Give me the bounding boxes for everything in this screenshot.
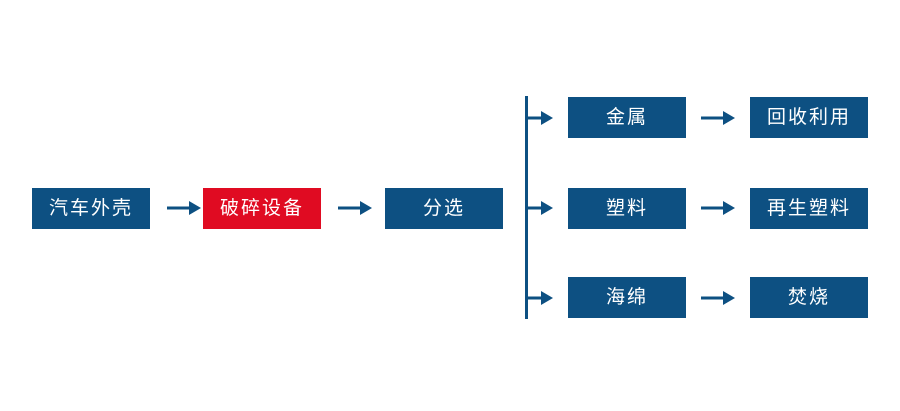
node-sorting[interactable]: 分选 xyxy=(385,188,503,229)
arrow-right-icon-branch-metal xyxy=(525,108,553,128)
arrow-shaft xyxy=(525,296,543,300)
arrow-right-icon-branch-sponge xyxy=(525,288,553,308)
node-sponge-label: 海绵 xyxy=(605,287,648,308)
node-repastic-label: 再生塑料 xyxy=(766,198,851,219)
node-crusher[interactable]: 破碎设备 xyxy=(203,188,321,229)
arrow-shaft xyxy=(525,116,543,120)
arrow-right-icon-sponge-to-incineration xyxy=(701,288,735,308)
arrow-shaft xyxy=(701,296,725,300)
arrow-right-icon-plastic-to-repastic xyxy=(701,198,735,218)
arrow-head xyxy=(189,201,201,215)
arrow-shaft xyxy=(338,206,362,210)
arrow-head xyxy=(541,201,553,215)
arrow-right-icon-metal-to-recycle xyxy=(701,108,735,128)
arrow-head xyxy=(541,111,553,125)
node-sponge[interactable]: 海绵 xyxy=(568,277,686,318)
node-recycle[interactable]: 回收利用 xyxy=(750,97,868,138)
node-metal[interactable]: 金属 xyxy=(568,97,686,138)
arrow-head xyxy=(723,291,735,305)
node-repastic[interactable]: 再生塑料 xyxy=(750,188,868,229)
arrow-shaft xyxy=(525,206,543,210)
arrow-shaft xyxy=(701,116,725,120)
node-plastic[interactable]: 塑料 xyxy=(568,188,686,229)
arrow-head xyxy=(723,201,735,215)
arrow-right-icon-shell-to-crusher xyxy=(167,198,201,218)
node-crusher-label: 破碎设备 xyxy=(219,198,304,219)
arrow-head xyxy=(723,111,735,125)
arrow-right-icon-crusher-to-sorting xyxy=(338,198,372,218)
arrow-shaft xyxy=(167,206,191,210)
arrow-head xyxy=(360,201,372,215)
node-recycle-label: 回收利用 xyxy=(766,107,851,128)
node-plastic-label: 塑料 xyxy=(605,198,648,219)
node-metal-label: 金属 xyxy=(605,107,648,128)
node-car-shell-label: 汽车外壳 xyxy=(48,198,133,219)
node-incineration[interactable]: 焚烧 xyxy=(750,277,868,318)
arrow-shaft xyxy=(701,206,725,210)
node-incineration-label: 焚烧 xyxy=(787,287,830,308)
node-sorting-label: 分选 xyxy=(422,198,465,219)
arrow-head xyxy=(541,291,553,305)
arrow-right-icon-branch-plastic xyxy=(525,198,553,218)
node-car-shell[interactable]: 汽车外壳 xyxy=(32,188,150,229)
